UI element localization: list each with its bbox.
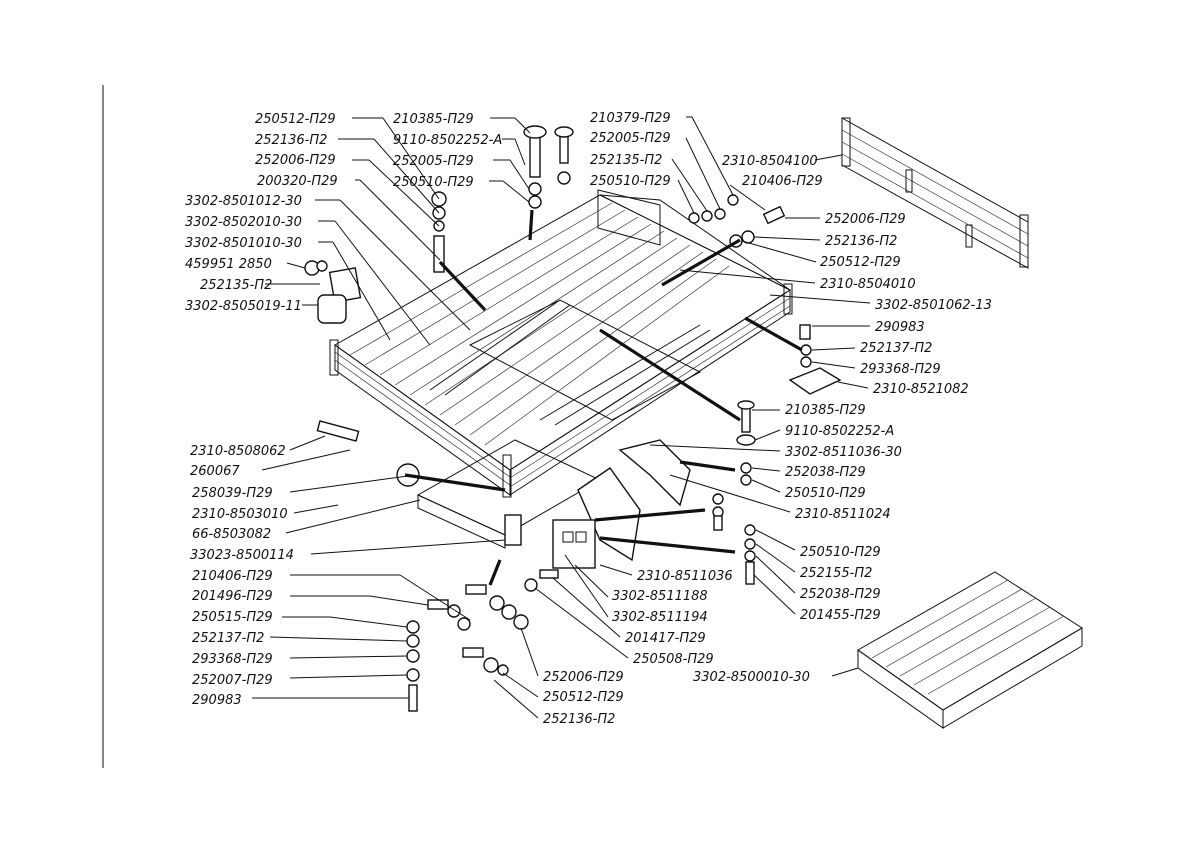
- part-label: 3302-8501062-13: [875, 298, 992, 313]
- complete-body: [857, 571, 1083, 729]
- part-label: 250515-П29: [192, 610, 273, 625]
- part-label: 2310-8508062: [190, 444, 286, 459]
- part-label: 293368-П29: [860, 362, 941, 377]
- part-label: 250510-П29: [785, 486, 866, 501]
- part-label: 3302-8511194: [612, 610, 708, 625]
- part-label: 3302-8511188: [612, 589, 708, 604]
- part-label: 2310-8521082: [873, 382, 969, 397]
- part-label: 252135-П2: [200, 278, 272, 293]
- part-label: 250512-П29: [820, 255, 901, 270]
- part-labels: 250512-П29 252136-П2 252006-П29 200320-П…: [185, 111, 992, 727]
- part-label: 2310-8504100: [722, 154, 818, 169]
- part-label: 252006-П29: [255, 153, 336, 168]
- part-label: 252005-П29: [393, 154, 474, 169]
- part-label: 9110-8502252-А: [393, 133, 502, 148]
- part-label: 3302-8500010-30: [693, 670, 810, 685]
- corner-post: [783, 283, 793, 315]
- part-label: 250508-П29: [633, 652, 714, 667]
- part-label: 2310-8511024: [795, 507, 891, 522]
- part-label: 33023-8500114: [190, 548, 294, 563]
- rear-board-panel: [597, 189, 661, 246]
- part-label: 252006-П29: [825, 212, 906, 227]
- part-label: 210406-П29: [192, 569, 273, 584]
- cargo-platform: [329, 189, 793, 498]
- part-label: 210406-П29: [742, 174, 823, 189]
- part-label: 252005-П29: [590, 131, 671, 146]
- part-label: 252136-П2: [255, 133, 327, 148]
- platform-floor: [334, 194, 792, 471]
- part-label: 252155-П2: [800, 566, 872, 581]
- part-label: 3302-8501012-30: [185, 194, 302, 209]
- part-label: 258039-П29: [192, 486, 273, 501]
- corner-post: [329, 339, 339, 376]
- part-label: 201417-П29: [625, 631, 706, 646]
- assembly-axes: [404, 209, 803, 586]
- part-label: 250512-П29: [255, 112, 336, 127]
- rear-board: [599, 194, 791, 291]
- part-label: 252038-П29: [785, 465, 866, 480]
- body-floor: [857, 571, 1083, 711]
- part-label: 200320-П29: [257, 174, 338, 189]
- tailgate: [841, 117, 1029, 269]
- part-label: 290983: [875, 320, 925, 335]
- part-label: 201455-П29: [800, 608, 881, 623]
- part-label: 250510-П29: [393, 175, 474, 190]
- part-label: 290983: [192, 693, 242, 708]
- part-label: 210379-П29: [590, 111, 671, 126]
- hardware: [304, 125, 842, 712]
- part-label: 250510-П29: [590, 174, 671, 189]
- part-label: 260067: [190, 464, 240, 479]
- part-label: 9110-8502252-А: [785, 424, 894, 439]
- mud-flap: [552, 519, 596, 569]
- part-label: 210385-П29: [785, 403, 866, 418]
- part-label: 252137-П2: [192, 631, 264, 646]
- part-label: 252038-П29: [800, 587, 881, 602]
- part-label: 252136-П2: [543, 712, 615, 727]
- part-label: 3302-8511036-30: [785, 445, 902, 460]
- part-label: 252006-П29: [543, 670, 624, 685]
- part-label: 293368-П29: [192, 652, 273, 667]
- part-label: 252135-П2: [590, 153, 662, 168]
- part-label: 252007-П29: [192, 673, 273, 688]
- fender: [577, 467, 641, 562]
- corner-post: [502, 454, 512, 498]
- part-label: 2310-8503010: [192, 507, 288, 522]
- floor-boards: [349, 202, 730, 446]
- part-label: 201496-П29: [192, 589, 273, 604]
- part-label: 66-8503082: [192, 527, 271, 542]
- part-label: 459951 2850: [185, 257, 272, 272]
- part-label: 250510-П29: [800, 545, 881, 560]
- part-label: 250512-П29: [543, 690, 624, 705]
- part-label: 210385-П29: [393, 112, 474, 127]
- part-label: 2310-8511036: [637, 569, 733, 584]
- part-label: 2310-8504010: [820, 277, 916, 292]
- part-label: 252137-П2: [860, 341, 932, 356]
- part-label: 3302-8501010-30: [185, 236, 302, 251]
- cross-beam-side: [417, 494, 506, 549]
- part-label: 3302-8505019-11: [185, 299, 302, 314]
- part-label: 252136-П2: [825, 234, 897, 249]
- floor-opening: [468, 299, 702, 421]
- part-label: 3302-8502010-30: [185, 215, 302, 230]
